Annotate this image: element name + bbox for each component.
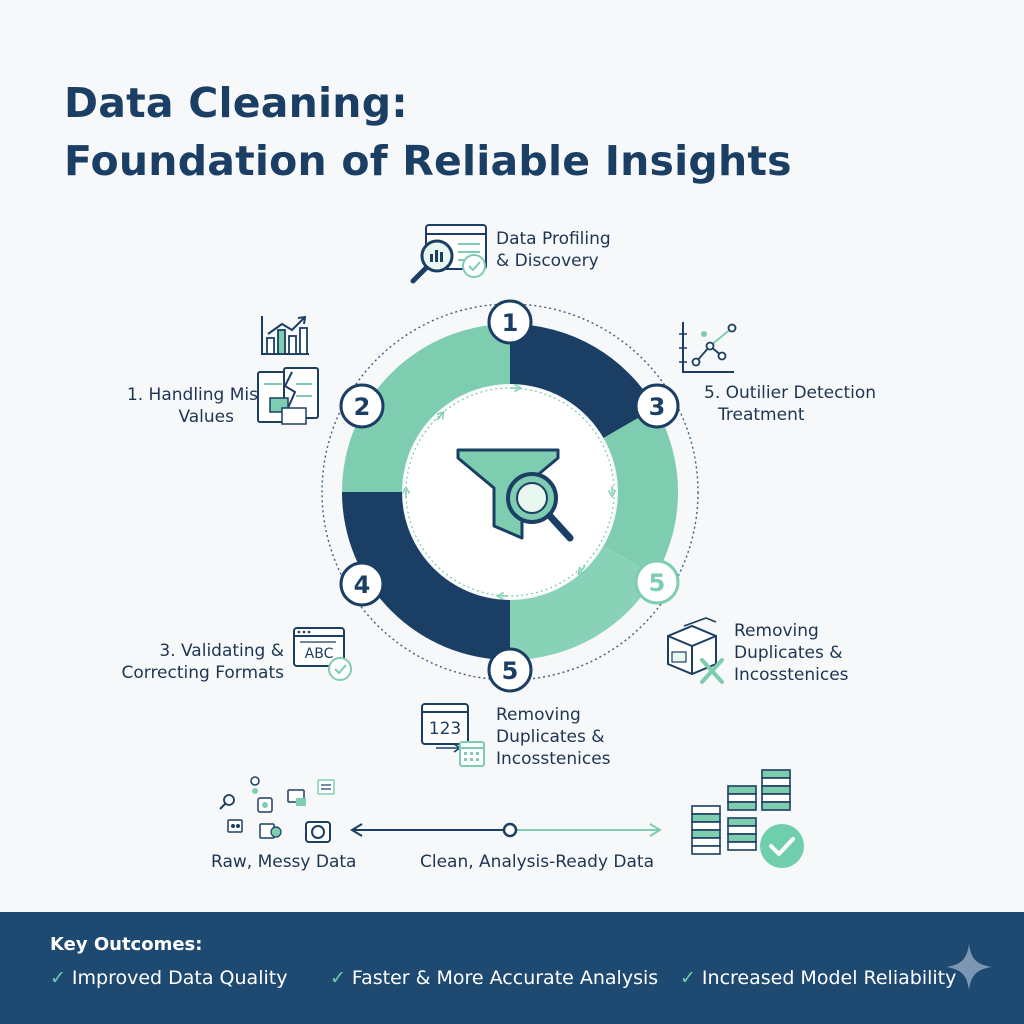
boxes-cross-icon	[667, 617, 724, 684]
svg-text:4: 4	[354, 571, 371, 599]
flow-arrow	[350, 822, 662, 838]
calendar-123-icon: 123	[421, 703, 485, 767]
outcome-item-2: ✓Faster & More Accurate Analysis	[330, 967, 659, 989]
bar-chart-icon	[261, 315, 309, 355]
svg-text:3: 3	[649, 393, 666, 421]
abc-window-icon: ABC	[293, 627, 352, 681]
svg-text:5: 5	[649, 569, 666, 597]
step-4-label: 3. Validating & Correcting Formats	[121, 641, 284, 683]
check-icon: ✓	[680, 967, 696, 989]
flow-from-label: Raw, Messy Data	[211, 852, 357, 872]
ring-segment-top-left	[342, 324, 510, 492]
step-1-label: Data Profiling & Discovery	[496, 229, 611, 271]
badge-5-right: 5	[634, 559, 680, 605]
broken-document-icon	[257, 367, 319, 425]
check-icon: ✓	[50, 967, 66, 989]
step-2-label: 1. Handling Mis Values	[126, 385, 258, 427]
report-magnifier-icon	[410, 224, 487, 284]
funnel-magnifier-icon	[456, 448, 574, 542]
scatter-plot-icon	[679, 322, 737, 373]
flow-to-label: Clean, Analysis-Ready Data	[420, 852, 654, 872]
badge-2: 2	[339, 383, 385, 429]
svg-text:123: 123	[429, 719, 461, 739]
scattered-data-icons	[219, 776, 335, 843]
ring-segment-bottom-right	[510, 546, 656, 660]
cycle-ring	[342, 323, 679, 660]
key-outcomes-banner: Key Outcomes: ✓Improved Data Quality ✓Fa…	[0, 912, 1024, 1024]
database-stack-check-icon	[691, 769, 804, 868]
page-title: Data Cleaning: Foundation of Reliable In…	[64, 74, 792, 190]
badge-5-bottom: 5	[487, 647, 533, 693]
outcome-item-3: ✓Increased Model Reliability	[680, 967, 957, 989]
outcome-item-1: ✓Improved Data Quality	[50, 967, 288, 989]
ring-segment-left	[342, 492, 510, 660]
check-icon: ✓	[330, 967, 346, 989]
ring-segment-top-right	[510, 323, 656, 438]
ring-segment-right	[603, 408, 679, 576]
title-line-2: Foundation of Reliable Insights	[64, 137, 792, 185]
step-5-bottom-label: Removing Duplicates & Incosstenices	[496, 705, 611, 769]
key-outcomes-title: Key Outcomes:	[50, 934, 203, 955]
svg-text:1: 1	[502, 309, 519, 337]
inner-cycle-arrows	[401, 383, 617, 601]
badge-4: 4	[339, 561, 385, 607]
badge-1: 1	[487, 299, 533, 345]
step-5-right-label: Removing Duplicates & Incosstenices	[734, 621, 849, 685]
cycle-diagram: 1 2 3 4 5 5	[219, 224, 804, 868]
svg-text:2: 2	[354, 393, 371, 421]
svg-text:ABC: ABC	[305, 646, 334, 662]
badge-3: 3	[634, 383, 680, 429]
sparkle-icon	[946, 944, 992, 990]
step-3-label: 5. Outilier Detection Treatment	[704, 383, 877, 425]
title-line-1: Data Cleaning:	[64, 79, 408, 127]
svg-text:5: 5	[502, 657, 519, 685]
